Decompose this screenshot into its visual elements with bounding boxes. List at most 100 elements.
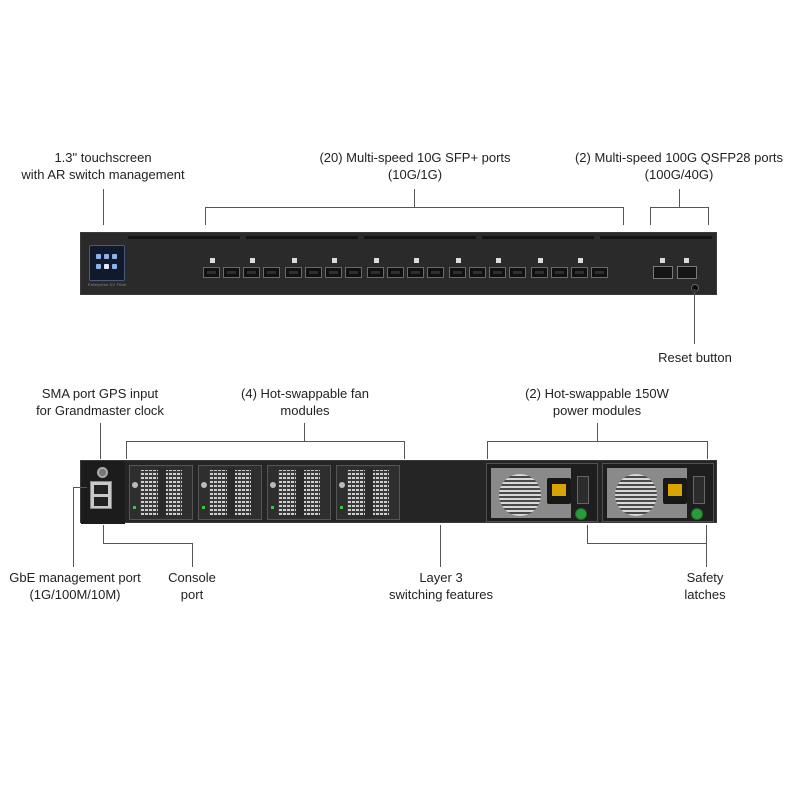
sma-port-label: SMA port GPS input for Grandmaster clock (36, 386, 164, 418)
fan-pull-bar (158, 468, 166, 517)
safety-latch[interactable] (691, 508, 703, 520)
qsfp-port[interactable] (653, 266, 673, 279)
port-led (210, 258, 215, 263)
fan-pull-bar (296, 468, 304, 517)
sfp-port[interactable] (263, 267, 280, 278)
front-vent (364, 236, 476, 239)
console-port-label: Console port (168, 570, 216, 602)
fan-bracket-right (404, 441, 405, 459)
port-led (496, 258, 501, 263)
sfp-bracket-left (205, 207, 206, 225)
psu-body (607, 468, 687, 518)
port-led (660, 258, 665, 263)
sfp-port[interactable] (489, 267, 506, 278)
port-led (538, 258, 543, 263)
sfp-port[interactable] (305, 267, 322, 278)
thumbscrew-icon[interactable] (132, 482, 138, 488)
reset-button-label: Reset button (658, 350, 732, 365)
qsfp-port[interactable] (677, 266, 697, 279)
sfp-port[interactable] (469, 267, 486, 278)
psu-handle[interactable] (693, 476, 705, 504)
safety-latch[interactable] (575, 508, 587, 520)
psu-bracket-right (707, 441, 708, 459)
front-vent (246, 236, 358, 239)
sfp-port[interactable] (223, 267, 240, 278)
sfp-port[interactable] (325, 267, 342, 278)
psu-bracket-stem (597, 423, 598, 441)
sfp-bracket-right (623, 207, 624, 225)
fan-module[interactable] (267, 465, 331, 520)
psu-bracket (487, 441, 708, 442)
sma-gps-port[interactable] (97, 467, 108, 478)
sfp-port[interactable] (345, 267, 362, 278)
psu-fan (615, 474, 657, 516)
console-leader-down (192, 543, 193, 567)
psu-bracket-left (487, 441, 488, 459)
psu-handle[interactable] (577, 476, 589, 504)
touchscreen-leader (103, 189, 104, 225)
gbe-port-label: GbE management port (1G/100M/10M) (9, 570, 141, 602)
sfp-port[interactable] (367, 267, 384, 278)
sfp-port[interactable] (427, 267, 444, 278)
status-led (202, 506, 205, 509)
fan-module[interactable] (336, 465, 400, 520)
port-led (374, 258, 379, 263)
sma-leader (100, 423, 101, 459)
thumbscrew-icon[interactable] (339, 482, 345, 488)
power-socket[interactable] (663, 478, 687, 504)
fan-module[interactable] (129, 465, 193, 520)
qsfp-bracket-stem (679, 189, 680, 207)
sfp-port[interactable] (531, 267, 548, 278)
console-leader-v (103, 525, 104, 543)
power-module[interactable] (486, 463, 598, 522)
port-led (250, 258, 255, 263)
thumbscrew-icon[interactable] (270, 482, 276, 488)
control-section (81, 461, 125, 524)
thumbscrew-icon[interactable] (201, 482, 207, 488)
qsfp-bracket (650, 207, 709, 208)
psu-body (491, 468, 571, 518)
sfp-port[interactable] (571, 267, 588, 278)
switch-front-panel: Enterprise XV Fiber (80, 232, 717, 295)
sfp-port[interactable] (243, 267, 260, 278)
reset-leader (694, 292, 695, 344)
fan-bracket-left (126, 441, 127, 459)
sfp-ports-label: (20) Multi-speed 10G SFP+ ports (10G/1G) (319, 150, 511, 182)
power-modules-label: (2) Hot-swappable 150W power modules (525, 386, 669, 418)
port-led (684, 258, 689, 263)
sfp-ports-bracket-stem (414, 189, 415, 207)
touchscreen[interactable] (89, 245, 125, 281)
sfp-port[interactable] (203, 267, 220, 278)
qsfp-ports-label: (2) Multi-speed 100G QSFP28 ports (100G/… (574, 150, 784, 182)
management-ports[interactable] (90, 481, 112, 509)
sfp-port[interactable] (407, 267, 424, 278)
fan-bracket-stem (304, 423, 305, 441)
sfp-port[interactable] (285, 267, 302, 278)
psu-fan (499, 474, 541, 516)
port-led (578, 258, 583, 263)
fan-pull-bar (365, 468, 373, 517)
gbe-leader-h (73, 487, 87, 488)
latch-leader-right (706, 525, 707, 567)
sfp-port[interactable] (551, 267, 568, 278)
sfp-port[interactable] (509, 267, 526, 278)
front-vent (600, 236, 712, 239)
port-led (456, 258, 461, 263)
qsfp-bracket-left (650, 207, 651, 225)
latch-leader-left (587, 525, 588, 543)
fan-module[interactable] (198, 465, 262, 520)
power-module[interactable] (602, 463, 714, 522)
status-led (271, 506, 274, 509)
touchscreen-label: 1.3" touchscreen with AR switch manageme… (21, 150, 185, 182)
reset-leader-dot (692, 289, 697, 294)
sfp-port[interactable] (591, 267, 608, 278)
port-led (292, 258, 297, 263)
layer3-label: Layer 3 switching features (388, 570, 494, 602)
port-led (332, 258, 337, 263)
power-socket[interactable] (547, 478, 571, 504)
console-leader-h (103, 543, 193, 544)
sfp-port[interactable] (387, 267, 404, 278)
gbe-leader (73, 487, 74, 567)
front-vent (128, 236, 240, 239)
sfp-port[interactable] (449, 267, 466, 278)
